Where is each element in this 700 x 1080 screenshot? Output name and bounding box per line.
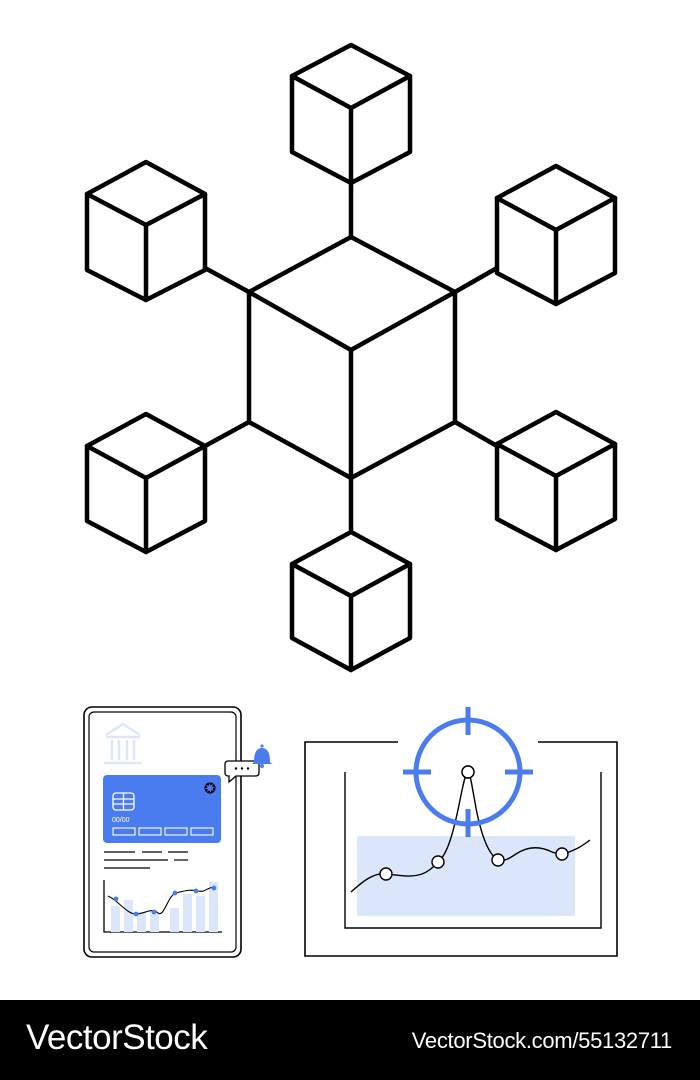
card-expiry: 00/00 [112, 817, 130, 824]
bank-icon [104, 722, 142, 765]
top-cube-icon [289, 42, 413, 186]
lower-right-cube-icon [494, 409, 618, 553]
phone-outer-frame [83, 706, 242, 958]
phone-mini-chart [103, 880, 222, 933]
target-chart-icon [304, 707, 618, 957]
network-connectors [202, 180, 500, 533]
illustration-canvas: 00/00 [83, 42, 618, 958]
mini-chart-bars [111, 882, 218, 932]
chart-highlight-band [357, 836, 575, 916]
crosshair-target-icon [403, 707, 533, 837]
target-peak-point [461, 765, 475, 779]
chart-axes [344, 772, 602, 929]
lower-left-cube-icon [84, 411, 208, 555]
central-cube-icon [246, 234, 458, 481]
bottom-cube-icon [289, 529, 413, 673]
watermark-brand: VectorStock [26, 1018, 208, 1057]
chart-frame [304, 741, 618, 957]
watermark-footer: VectorStock VectorStock.com/55132711 [0, 1000, 700, 1080]
mobile-banking-icon: 00/00 [83, 706, 272, 958]
gear-icon [204, 782, 216, 794]
phone-inner-frame [88, 711, 237, 953]
upper-right-cube-icon [494, 163, 618, 307]
card-number-blocks [112, 827, 214, 836]
credit-card [103, 775, 221, 843]
upper-left-cube-icon [84, 159, 208, 303]
mini-chart-points [113, 885, 217, 917]
blockchain-network-icon [84, 42, 618, 673]
chat-bubble-icon [224, 760, 260, 784]
watermark-url: VectorStock.com/55132711 [411, 1028, 673, 1053]
card-chip-icon [112, 792, 135, 811]
notification-bell-icon [252, 744, 272, 768]
chart-trend-line [350, 771, 591, 893]
text-lines [104, 851, 188, 869]
